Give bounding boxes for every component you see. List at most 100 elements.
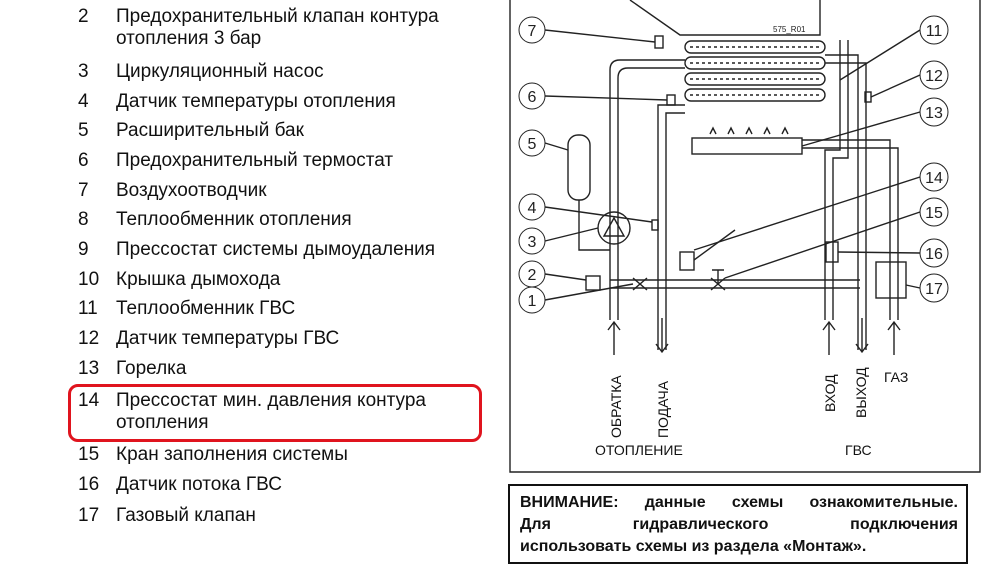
- return-pipe: [609, 59, 685, 320]
- legend-text: Циркуляционный насос: [116, 61, 324, 82]
- legend-text: Прессостат системы дымоудаления: [116, 239, 436, 260]
- gas-valve: [875, 261, 907, 299]
- arrow-outlet: [855, 318, 869, 354]
- callout-bubbles: 7 6 5 4 3 2 1 11 12 13 14 15 16 17: [518, 15, 949, 314]
- callout-7: 7: [518, 16, 546, 44]
- notice-box: ВНИМАНИЕ: данные схемы ознакомительные. …: [508, 484, 968, 564]
- drawing-code: 575_R01: [773, 25, 806, 34]
- supply-pipe: [657, 104, 685, 350]
- label-return: ОБРАТКА: [608, 375, 624, 438]
- burner-flames: [709, 126, 789, 135]
- svg-text:11: 11: [926, 23, 943, 40]
- legend-text: Датчик температуры ГВС: [116, 328, 340, 349]
- legend-text: Предохранительный термостат: [116, 150, 394, 171]
- svg-text:6: 6: [528, 89, 537, 106]
- callout-15: 15: [919, 197, 949, 227]
- svg-text:1: 1: [528, 293, 537, 310]
- legend-number: 14: [78, 390, 100, 411]
- legend-number: 16: [78, 474, 100, 495]
- filling-valve: [632, 277, 648, 291]
- flue-hood: [629, 0, 821, 36]
- callout-16: 16: [919, 238, 949, 268]
- legend-number: 13: [78, 358, 100, 379]
- callout-12: 12: [919, 60, 949, 90]
- arrow-supply: [655, 318, 669, 354]
- safety-valve: [585, 275, 601, 291]
- heating-sensor: [651, 219, 659, 231]
- legend-text: Датчик температуры отопления: [116, 91, 396, 112]
- legend-number: 5: [78, 120, 89, 141]
- air-vent: [654, 35, 664, 49]
- callout-11: 11: [919, 15, 949, 45]
- callout-13: 13: [919, 97, 949, 127]
- legend-number: 9: [78, 239, 89, 260]
- svg-text:2: 2: [528, 267, 537, 284]
- notice-line-2: Для гидравлического подключения: [520, 516, 958, 533]
- legend-text: Воздухоотводчик: [116, 180, 267, 201]
- svg-text:14: 14: [925, 170, 943, 187]
- bypass-line: [610, 279, 860, 289]
- legend-number: 2: [78, 6, 89, 27]
- legend-text: Кран заполнения системы: [116, 444, 348, 465]
- legend-number: 3: [78, 61, 89, 82]
- legend-number: 12: [78, 328, 100, 349]
- callout-14: 14: [919, 162, 949, 192]
- highlight-annotation: [68, 384, 482, 442]
- arrow-return: [607, 320, 621, 355]
- notice-line-3: использовать схемы из раздела «Монтаж».: [520, 538, 867, 555]
- callout-1: 1: [518, 286, 546, 314]
- callout-3: 3: [518, 227, 546, 255]
- heat-exchanger-bank: [684, 40, 826, 102]
- legend-text: Расширительный бак: [116, 120, 304, 141]
- svg-text:5: 5: [528, 136, 537, 153]
- callout-2: 2: [518, 260, 546, 288]
- label-inlet: ВХОД: [822, 374, 838, 412]
- boiler-schematic: 575_R01 7 6 5 4 3 2 1 11 12 13 14 15 16 …: [509, 0, 981, 473]
- legend-number: 11: [78, 298, 98, 319]
- legend-text: Газовый клапан: [116, 505, 256, 526]
- legend-number: 7: [78, 180, 89, 201]
- svg-text:7: 7: [528, 23, 537, 40]
- label-heating-group: ОТОПЛЕНИЕ: [595, 442, 683, 458]
- svg-text:15: 15: [925, 205, 943, 222]
- label-outlet: ВЫХОД: [853, 367, 869, 418]
- legend-text: Теплообменник ГВС: [116, 298, 296, 319]
- arrow-gas: [887, 320, 901, 355]
- svg-text:4: 4: [528, 200, 537, 217]
- legend-text: Крышка дымохода: [116, 269, 281, 290]
- legend-number: 10: [78, 269, 100, 290]
- burner: [691, 137, 803, 155]
- label-gas: ГАЗ: [884, 369, 908, 385]
- legend-number: 17: [78, 505, 100, 526]
- legend-text: Горелка: [116, 358, 187, 379]
- label-supply: ПОДАЧА: [655, 380, 671, 438]
- callout-17: 17: [919, 273, 949, 303]
- gas-pipe: [802, 139, 891, 320]
- legend-text: Теплообменник отопления: [116, 209, 352, 230]
- svg-text:17: 17: [925, 281, 943, 298]
- label-dhw-group: ГВС: [845, 442, 872, 458]
- svg-text:12: 12: [925, 68, 943, 85]
- callout-5: 5: [518, 129, 546, 157]
- legend-text: Датчик потока ГВС: [116, 474, 282, 495]
- svg-text:16: 16: [925, 246, 943, 263]
- arrow-inlet: [822, 320, 836, 355]
- legend-number: 15: [78, 444, 100, 465]
- dhw-flow-sensor: [825, 241, 839, 263]
- dhw-valve: [710, 269, 726, 291]
- legend-number: 6: [78, 150, 89, 171]
- notice-line-1: ВНИМАНИЕ: данные схемы ознакомительные.: [520, 494, 958, 511]
- expansion-tank: [567, 134, 591, 201]
- legend-number: 4: [78, 91, 89, 112]
- svg-text:3: 3: [528, 234, 537, 251]
- safety-thermostat: [666, 94, 676, 106]
- svg-text:13: 13: [925, 105, 943, 122]
- min-pressure-switch: [679, 251, 695, 271]
- callout-6: 6: [518, 82, 546, 110]
- legend-number: 8: [78, 209, 89, 230]
- casing-outline: [509, 0, 981, 473]
- callout-4: 4: [518, 193, 546, 221]
